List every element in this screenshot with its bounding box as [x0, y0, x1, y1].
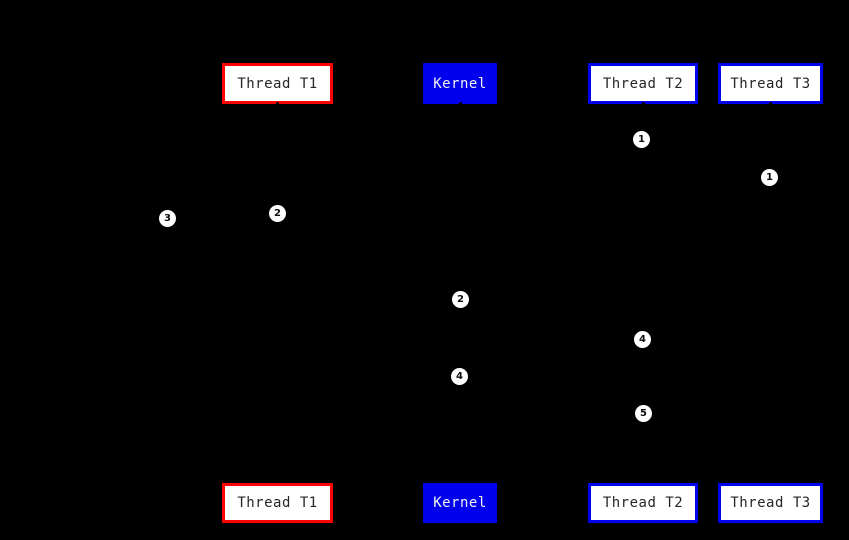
participant-label: Kernel: [433, 75, 487, 92]
marker-t2-4: 4: [634, 331, 651, 348]
participant-box-thread-t2-top[interactable]: Thread T2: [588, 63, 698, 104]
marker-t2-1: 1: [633, 131, 650, 148]
participant-box-thread-t3-bottom[interactable]: Thread T3: [718, 483, 823, 523]
marker-kernel-2: 2: [452, 291, 469, 308]
step-marker-number: 1: [766, 171, 773, 183]
step-marker-number: 1: [638, 133, 645, 145]
lifeline-anchor-kernel-top: [459, 102, 462, 105]
step-marker-number: 4: [456, 370, 463, 382]
participant-box-thread-t2-bottom[interactable]: Thread T2: [588, 483, 698, 523]
lifeline-anchor-thread-t3-top: [769, 102, 772, 105]
lifeline-anchor-thread-t2-top: [642, 102, 645, 105]
marker-kernel-4: 4: [451, 368, 468, 385]
participant-box-kernel-bottom[interactable]: Kernel: [423, 483, 497, 523]
lifeline-thread-t1: [277, 104, 279, 483]
participant-label: Thread T1: [237, 75, 318, 92]
participant-box-kernel-top[interactable]: Kernel: [423, 63, 497, 104]
participant-box-thread-t3-top[interactable]: Thread T3: [718, 63, 823, 104]
participant-box-thread-t1-bottom[interactable]: Thread T1: [222, 483, 333, 523]
step-marker-number: 2: [274, 207, 281, 219]
marker-t1-2: 2: [269, 205, 286, 222]
step-marker-number: 2: [457, 293, 464, 305]
marker-left-3: 3: [159, 210, 176, 227]
participant-label: Thread T2: [602, 495, 684, 511]
step-marker-number: 4: [639, 333, 646, 345]
lifeline-anchor-thread-t1-top: [276, 102, 279, 105]
participant-label: Thread T3: [730, 495, 811, 511]
marker-t2-5: 5: [635, 405, 652, 422]
participant-label: Thread T1: [237, 495, 318, 511]
step-marker-number: 3: [164, 212, 171, 224]
lifeline-thread-t3: [770, 104, 772, 483]
participant-box-thread-t1-top[interactable]: Thread T1: [222, 63, 333, 104]
step-marker-number: 5: [640, 407, 647, 419]
participant-label: Kernel: [433, 495, 487, 511]
lifeline-thread-t2: [643, 104, 645, 483]
marker-t3-1: 1: [761, 169, 778, 186]
participant-label: Thread T3: [730, 75, 811, 92]
participant-label: Thread T2: [602, 75, 684, 92]
